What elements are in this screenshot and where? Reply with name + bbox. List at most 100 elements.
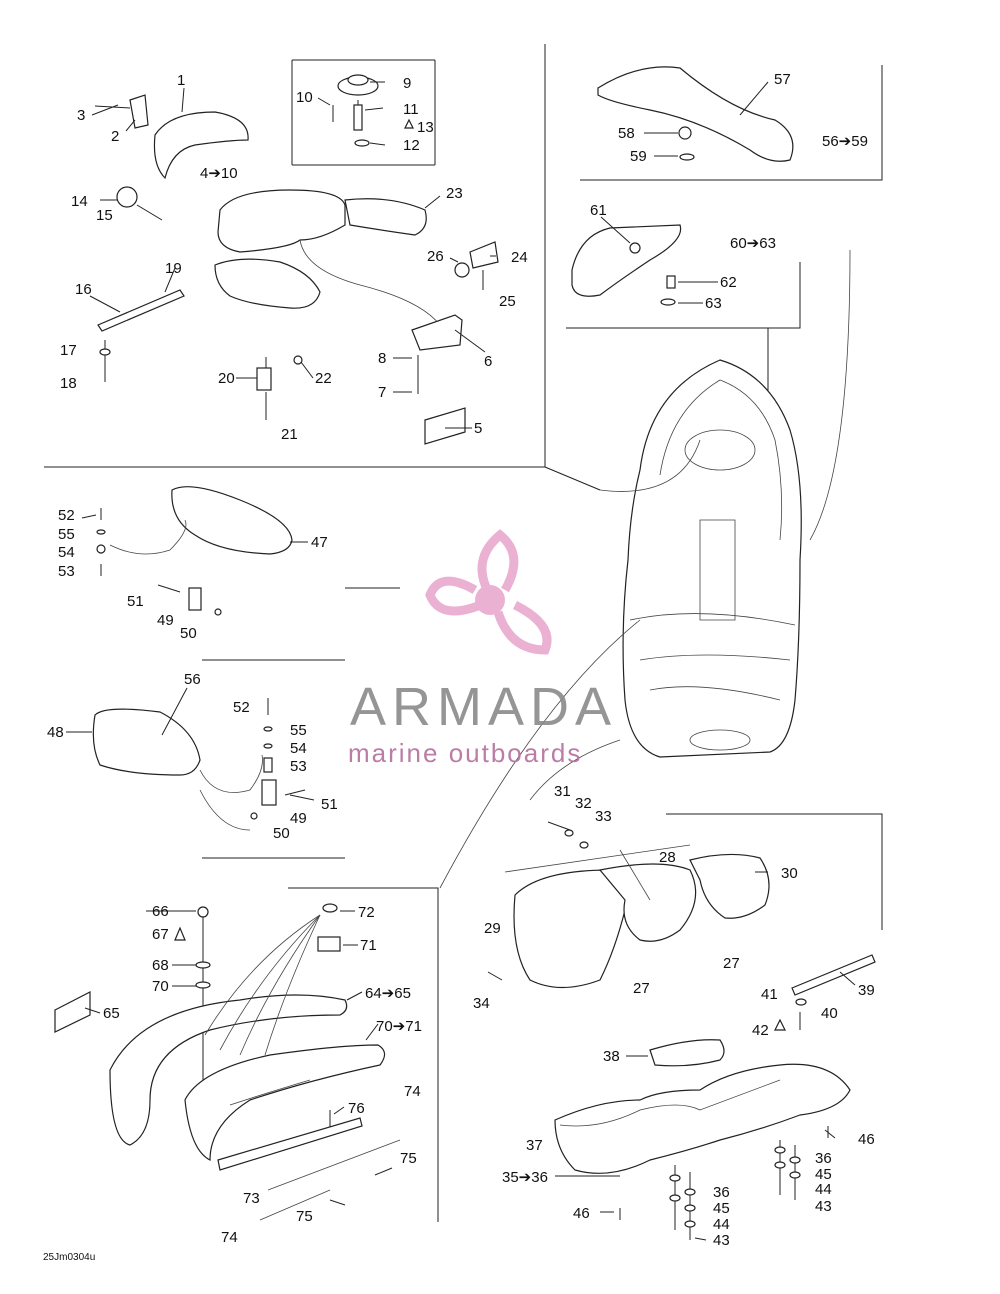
- callout-6: 6: [484, 353, 492, 370]
- callout-23: 23: [446, 185, 463, 202]
- callout-33: 33: [595, 808, 612, 825]
- callout-12: 12: [403, 137, 420, 154]
- leader-lines: [66, 81, 856, 1241]
- callout-36-a: 36: [713, 1184, 730, 1201]
- callout-9: 9: [403, 75, 411, 92]
- callout-66: 66: [152, 903, 169, 920]
- callout-20: 20: [218, 370, 235, 387]
- callout-labels: 1 2 3 4➔10 5 6 7 8 9 10 11 12 13 14 15 1…: [43, 71, 875, 1263]
- callout-32: 32: [575, 795, 592, 812]
- parts-49-55-lower: [250, 698, 306, 820]
- callout-2: 2: [111, 128, 119, 145]
- part-48-seat: [92, 708, 263, 831]
- callout-45-b: 45: [815, 1166, 832, 1183]
- part-24-26-bracket: [454, 241, 499, 290]
- callout-30: 30: [781, 865, 798, 882]
- part-38-cushion: [649, 1039, 725, 1067]
- callout-25: 25: [499, 293, 516, 310]
- callout-74-b: 74: [221, 1229, 238, 1246]
- callout-71: 71: [360, 937, 377, 954]
- callout-49-b: 49: [290, 810, 307, 827]
- callout-54-a: 54: [58, 544, 75, 561]
- callout-39: 39: [858, 982, 875, 999]
- callout-4-10: 4➔10: [200, 165, 238, 182]
- part-2-clip: [94, 94, 149, 129]
- parts-49-55-upper: [96, 508, 222, 616]
- callout-75-a: 75: [400, 1150, 417, 1167]
- callout-3: 3: [77, 107, 85, 124]
- callout-13: 13: [417, 119, 434, 136]
- callout-70: 70: [152, 978, 169, 995]
- seat-assembly-4-10: [214, 189, 441, 326]
- callout-55-b: 55: [290, 722, 307, 739]
- callout-57: 57: [774, 71, 791, 88]
- callout-35-36: 35➔36: [502, 1169, 548, 1186]
- callout-44-b: 44: [815, 1181, 832, 1198]
- callout-34: 34: [473, 995, 490, 1012]
- parts-9-13-inset: [332, 74, 414, 147]
- callout-55-a: 55: [58, 526, 75, 543]
- callout-46-b: 46: [858, 1131, 875, 1148]
- part-47-seat: [109, 486, 293, 555]
- callout-56: 56: [184, 671, 201, 688]
- callout-51-a: 51: [127, 593, 144, 610]
- callout-76: 76: [348, 1100, 365, 1117]
- callout-48: 48: [47, 724, 64, 741]
- callout-61: 61: [590, 202, 607, 219]
- callout-19: 19: [165, 260, 182, 277]
- part-35-36-base: [554, 1063, 851, 1240]
- callout-72: 72: [358, 904, 375, 921]
- callout-24: 24: [511, 249, 528, 266]
- callout-63: 63: [705, 295, 722, 312]
- callout-15: 15: [96, 207, 113, 224]
- callout-51-b: 51: [321, 796, 338, 813]
- part-64-65-side-rail: [54, 914, 348, 1146]
- callout-17: 17: [60, 342, 77, 359]
- callout-65: 65: [103, 1005, 120, 1022]
- callout-40: 40: [821, 1005, 838, 1022]
- parts-66-72-hardware: [174, 903, 341, 1095]
- part-70-71-side-panel: [184, 1044, 401, 1221]
- callout-68: 68: [152, 957, 169, 974]
- callout-45-a: 45: [713, 1200, 730, 1217]
- callout-52-b: 52: [233, 699, 250, 716]
- callout-28: 28: [659, 849, 676, 866]
- callout-46-a: 46: [573, 1205, 590, 1222]
- hull-body: [439, 249, 851, 889]
- callout-11: 11: [403, 101, 419, 118]
- callout-16: 16: [75, 281, 92, 298]
- part-39-strap: [774, 954, 876, 1031]
- callout-43-b: 43: [815, 1198, 832, 1215]
- callout-62: 62: [720, 274, 737, 291]
- part-20-bracket: [256, 355, 303, 420]
- callout-50-b: 50: [273, 825, 290, 842]
- watermark-brand: ARMADA: [350, 677, 617, 737]
- callout-31: 31: [554, 783, 571, 800]
- diagram-code: 25Jm0304u: [43, 1252, 95, 1263]
- callout-64-65: 64➔65: [365, 985, 411, 1002]
- callout-27-a: 27: [633, 980, 650, 997]
- callout-8: 8: [378, 350, 386, 367]
- callout-56-59: 56➔59: [822, 133, 868, 150]
- part-1-cushion: [153, 111, 249, 180]
- callout-59: 59: [630, 148, 647, 165]
- callout-67: 67: [152, 926, 169, 943]
- part-14-15-knob: [100, 186, 163, 221]
- part-61-lid: [571, 224, 682, 306]
- callout-44-a: 44: [713, 1216, 730, 1233]
- callout-7: 7: [378, 384, 386, 401]
- callout-38: 38: [603, 1048, 620, 1065]
- parts-43-45-stacks: [619, 1126, 829, 1240]
- callout-29: 29: [484, 920, 501, 937]
- section-dividers: [44, 44, 883, 1222]
- callout-74-a: 74: [404, 1083, 421, 1100]
- watermark-tagline: marine outboards: [348, 738, 582, 768]
- callout-18: 18: [60, 375, 77, 392]
- callout-5: 5: [474, 420, 482, 437]
- callout-52-a: 52: [58, 507, 75, 524]
- callout-21: 21: [281, 426, 298, 443]
- callout-22: 22: [315, 370, 332, 387]
- propeller-logo-icon: [425, 529, 552, 655]
